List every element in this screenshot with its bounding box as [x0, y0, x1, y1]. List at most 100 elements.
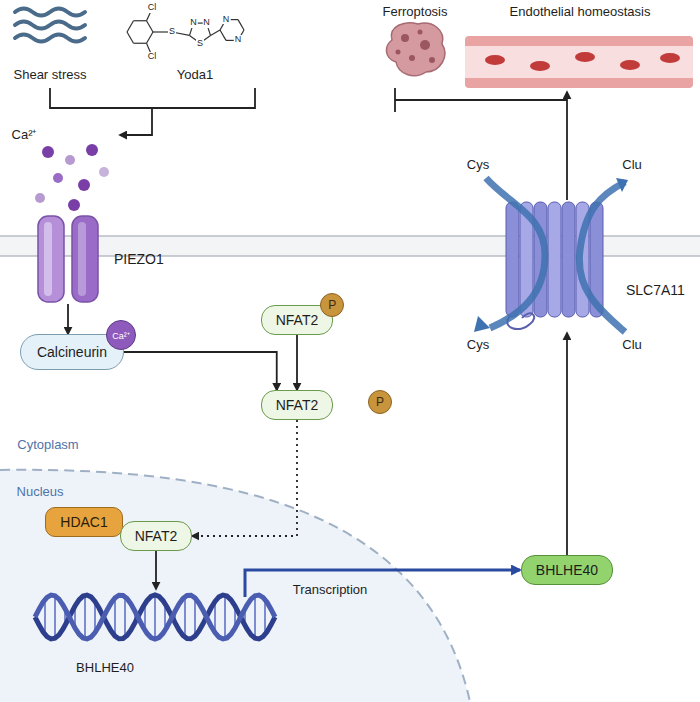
atom-label: N	[234, 35, 243, 45]
outcome-label: Endothelial homeostasis	[510, 5, 651, 19]
transporter-helix	[562, 202, 575, 317]
calcium-ion	[42, 146, 54, 158]
atom-label: N	[222, 15, 231, 25]
calcium-ion	[35, 193, 45, 203]
signal-arrow	[124, 352, 277, 390]
inhibition-bar	[395, 88, 567, 112]
ferroptotic-cell	[386, 23, 444, 76]
glutamate-flow	[579, 182, 625, 332]
signal-arrow	[566, 333, 568, 555]
protein-box: NFAT2	[261, 390, 334, 420]
chemical-bond	[147, 21, 154, 32]
dna-rung	[224, 595, 226, 639]
atom-label: Cl	[147, 52, 158, 62]
red-blood-cell	[485, 55, 505, 65]
chemical-bond	[134, 20, 147, 21]
protein-box: HDAC1	[45, 507, 122, 537]
transporter-helix	[506, 202, 519, 317]
process-label: Transcription	[293, 583, 368, 597]
signal-arrow	[192, 420, 297, 536]
dna-rung	[194, 598, 196, 636]
atom-label: N	[189, 18, 198, 28]
slc7a11-icon	[500, 188, 612, 333]
atom-label: N	[202, 18, 211, 28]
amino-acid-label: Cys	[467, 338, 489, 352]
bracket	[50, 88, 255, 108]
node-text: Calcineurin	[37, 344, 107, 360]
calcium-ion	[78, 179, 90, 191]
atom-label: S	[196, 39, 204, 49]
binding-arrow	[155, 551, 157, 589]
chemical-bond	[134, 43, 147, 44]
dna-rung	[154, 595, 156, 639]
node-text: P	[328, 298, 336, 312]
amino-acid-label: Clu	[622, 338, 642, 352]
cystine-flow	[486, 178, 545, 328]
ion-badge: Ca²⁺	[106, 320, 136, 350]
chemical-bond	[147, 32, 154, 43]
node-text: NFAT2	[276, 312, 319, 328]
outcome-label: Ferroptosis	[382, 5, 447, 19]
channel-protein: SLC7A11	[500, 188, 685, 333]
channel-protein: PIEZO1	[36, 214, 164, 304]
ion-badge: P	[320, 293, 344, 317]
promote-arrow	[566, 92, 568, 200]
calcium-ion	[68, 199, 80, 211]
shear-wave	[15, 35, 85, 42]
amino-acid-label: Clu	[622, 158, 642, 172]
dna-strand	[35, 595, 275, 639]
compartment-label: Cytoplasm	[17, 438, 78, 452]
calcium-ion	[53, 173, 63, 183]
chemical-bond	[238, 20, 244, 30]
piezo1-icon	[36, 214, 100, 304]
cell-debris	[418, 30, 423, 35]
flow-head	[616, 178, 628, 192]
dna-rung	[184, 597, 186, 638]
protein-box: BHLHE40	[521, 555, 613, 585]
channel-highlight	[78, 222, 86, 296]
nucleus-region	[0, 470, 470, 702]
node-text: BHLHE40	[536, 562, 598, 578]
dna-strand	[35, 595, 275, 639]
dna-rung	[114, 598, 116, 636]
ion-label: Ca²⁺	[12, 128, 37, 142]
node-text: HDAC1	[60, 514, 107, 530]
compartment-label: Nucleus	[17, 485, 64, 499]
atom-label: Cl	[147, 3, 158, 13]
gene-label: BHLHE40	[76, 661, 134, 675]
compound-label: Yoda1	[177, 68, 213, 82]
dna-rung	[84, 595, 86, 639]
node-text: NFAT2	[276, 397, 319, 413]
vessel-wall	[465, 36, 693, 88]
protein-box: CalcineurinCa²⁺	[20, 334, 124, 370]
chemical-bond	[211, 30, 221, 35]
cell-debris	[396, 50, 401, 55]
atom-label: S	[168, 27, 176, 37]
transporter-helix	[548, 202, 561, 317]
node-text: PIEZO1	[114, 251, 164, 267]
dna-rung	[54, 596, 56, 639]
calcium-ion	[99, 167, 109, 177]
chemical-bond	[220, 30, 226, 40]
channel-half	[72, 216, 98, 302]
protein-box: NFAT2P	[261, 305, 334, 335]
shear-wave	[15, 9, 85, 16]
cell-debris	[409, 55, 415, 61]
calcium-ion	[65, 155, 75, 165]
cell-debris	[429, 57, 435, 63]
red-blood-cell	[575, 52, 595, 62]
node-text: SLC7A11	[626, 282, 685, 298]
protein-box: NFAT2	[120, 521, 193, 551]
channel-half	[38, 216, 64, 302]
vessel-lumen	[465, 46, 693, 78]
dna-rung	[254, 596, 256, 639]
shear-wave	[15, 22, 85, 29]
signal-arrow	[296, 335, 298, 390]
flow-head	[474, 316, 490, 332]
cell-debris	[401, 34, 409, 42]
node-text: P	[376, 395, 384, 409]
calcium-ion	[86, 144, 98, 156]
red-blood-cell	[530, 61, 550, 71]
chemical-bond	[127, 32, 134, 43]
